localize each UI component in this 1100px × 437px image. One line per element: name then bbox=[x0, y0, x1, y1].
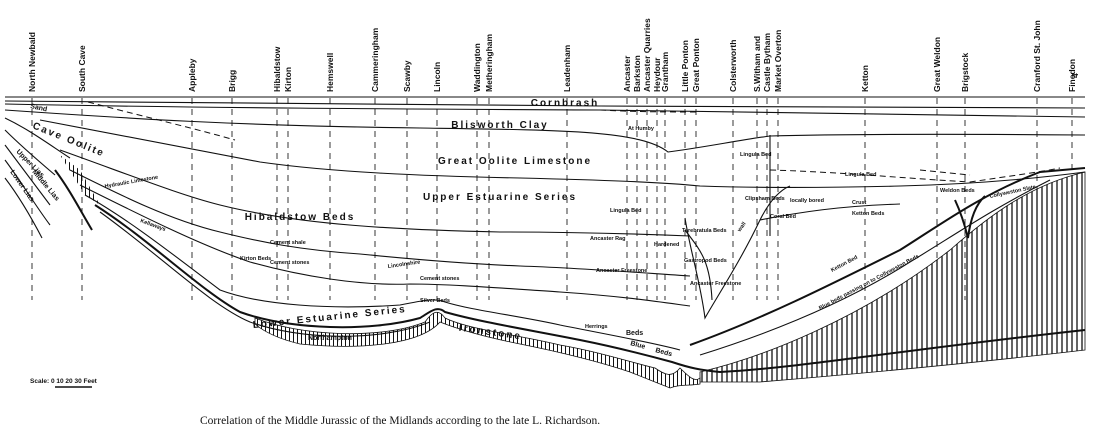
unit-labels: Cornbrash Blisworth Clay Great Oolite Li… bbox=[8, 98, 673, 358]
locality-label: Metheringham bbox=[484, 33, 494, 92]
northampton-label: Northampton bbox=[308, 335, 352, 342]
locality-label: Kirton bbox=[283, 67, 293, 92]
weldon-beds: Weldon Beds bbox=[940, 188, 975, 194]
locality-label: Cranford St. John bbox=[1032, 20, 1042, 92]
locality-label: Castle Bytham bbox=[762, 33, 772, 92]
coral-bed: Coral Bed bbox=[770, 214, 796, 220]
hardened: Hardened bbox=[654, 242, 679, 248]
hatched-base-east bbox=[699, 171, 1086, 383]
locality-label: Hibaldstow bbox=[272, 46, 282, 92]
ironstone-label: Ironstone bbox=[458, 323, 522, 343]
locality-label: Scawby bbox=[402, 60, 412, 92]
locality-label: Grantham bbox=[660, 51, 670, 92]
hibaldstow-label: Hibaldstow Beds bbox=[245, 212, 356, 223]
clipsham-beds: Clipsham Beds bbox=[745, 196, 785, 202]
locality-label: Colsterworth bbox=[728, 40, 738, 92]
locality-label: Lincoln bbox=[432, 62, 442, 92]
locality-label: S.Witham and bbox=[752, 36, 762, 92]
ketton-beds: Ketton Beds bbox=[852, 211, 884, 217]
locality-label: Ancaster Quarries bbox=[642, 18, 652, 92]
gastropod-beds: Gastropod Beds bbox=[684, 258, 727, 264]
locality-label: Finedon bbox=[1067, 59, 1077, 92]
locality-label: Hemswell bbox=[325, 53, 335, 92]
cement-stones-2: Cement stones bbox=[420, 276, 459, 282]
locality-label: Market Overton bbox=[773, 30, 783, 92]
locality-label: Waddington bbox=[472, 43, 482, 92]
crust: Crust bbox=[852, 200, 867, 206]
cornbrash-label: Cornbrash bbox=[531, 98, 600, 109]
cement-shale: Cement shale bbox=[270, 240, 306, 246]
locality-labels: North Newbald South Cave Appleby Brigg Hibal… bbox=[27, 18, 1077, 92]
locality-label: Ancaster bbox=[622, 55, 632, 92]
great-oolite-label: Great Oolite Limestone bbox=[438, 156, 592, 167]
kirton-beds: Kirton Beds bbox=[240, 256, 271, 262]
locality-label: Barkston bbox=[632, 55, 642, 92]
at-humby: At Humby bbox=[628, 126, 655, 132]
locality-label: Brigstock bbox=[960, 53, 970, 92]
locality-label: North Newbald bbox=[27, 32, 37, 92]
locality-label: Leadenham bbox=[562, 44, 572, 92]
terebratula-beds: Terebratula Beds bbox=[682, 228, 727, 234]
blisworth-label: Blisworth Clay bbox=[451, 120, 548, 131]
scale-label: Scale: 0 10 20 30 Feet bbox=[30, 378, 98, 385]
locality-label: South Cave bbox=[77, 45, 87, 92]
ancaster-freestone-2: Ancaster Freestone bbox=[690, 281, 741, 287]
beds-label-2: Beds bbox=[626, 330, 643, 337]
silver-beds: Silver Beds bbox=[420, 298, 450, 304]
lincolnshire-label: Lincolnshire bbox=[387, 259, 420, 269]
caption: Correlation of the Middle Jurassic of th… bbox=[200, 415, 600, 427]
locality-label: Great Ponton bbox=[691, 38, 701, 92]
locality-label: Appleby bbox=[187, 58, 197, 92]
wall-label: wall bbox=[736, 221, 748, 234]
blue-beds-label: Blue bbox=[629, 340, 646, 351]
upper-estuarine-label: Upper Estuarine Series bbox=[423, 192, 577, 203]
ketton-bed-line: Ketton Bed bbox=[830, 255, 859, 274]
herrings: Herrings bbox=[585, 324, 608, 330]
scale-bar: Scale: 0 10 20 30 Feet bbox=[30, 378, 98, 388]
ancaster-rag: Ancaster Rag bbox=[590, 236, 625, 242]
locality-label: Little Ponton bbox=[680, 40, 690, 92]
ancaster-freestone: Ancaster Freestone bbox=[596, 268, 647, 274]
lias-wedge-hatch bbox=[60, 155, 100, 205]
lingula-bed-2: Lingula Bed bbox=[845, 172, 876, 178]
northampton-hatch bbox=[254, 311, 701, 389]
locality-label: Great Weldon bbox=[932, 37, 942, 92]
locality-label: Ketton bbox=[860, 65, 870, 92]
locality-label: Heydour bbox=[652, 57, 662, 92]
strata-lines bbox=[4, 96, 1086, 374]
left-lias-lines bbox=[4, 117, 93, 239]
corner-mark: 4 bbox=[1070, 73, 1080, 78]
locality-label: Brigg bbox=[227, 70, 237, 92]
lower-lias-label: Lower Lias bbox=[8, 169, 35, 203]
locally-bored: locally bored bbox=[790, 198, 824, 204]
cement-stones: Cement stones bbox=[270, 260, 309, 266]
sand-label: Sand bbox=[30, 103, 48, 113]
locality-label: Cammeringham bbox=[370, 27, 380, 92]
lingula-bed-3: Lingula Bed bbox=[610, 208, 641, 214]
lingula-bed-1: Lingula Bed bbox=[740, 152, 771, 158]
beds-label: Beds bbox=[654, 347, 672, 358]
